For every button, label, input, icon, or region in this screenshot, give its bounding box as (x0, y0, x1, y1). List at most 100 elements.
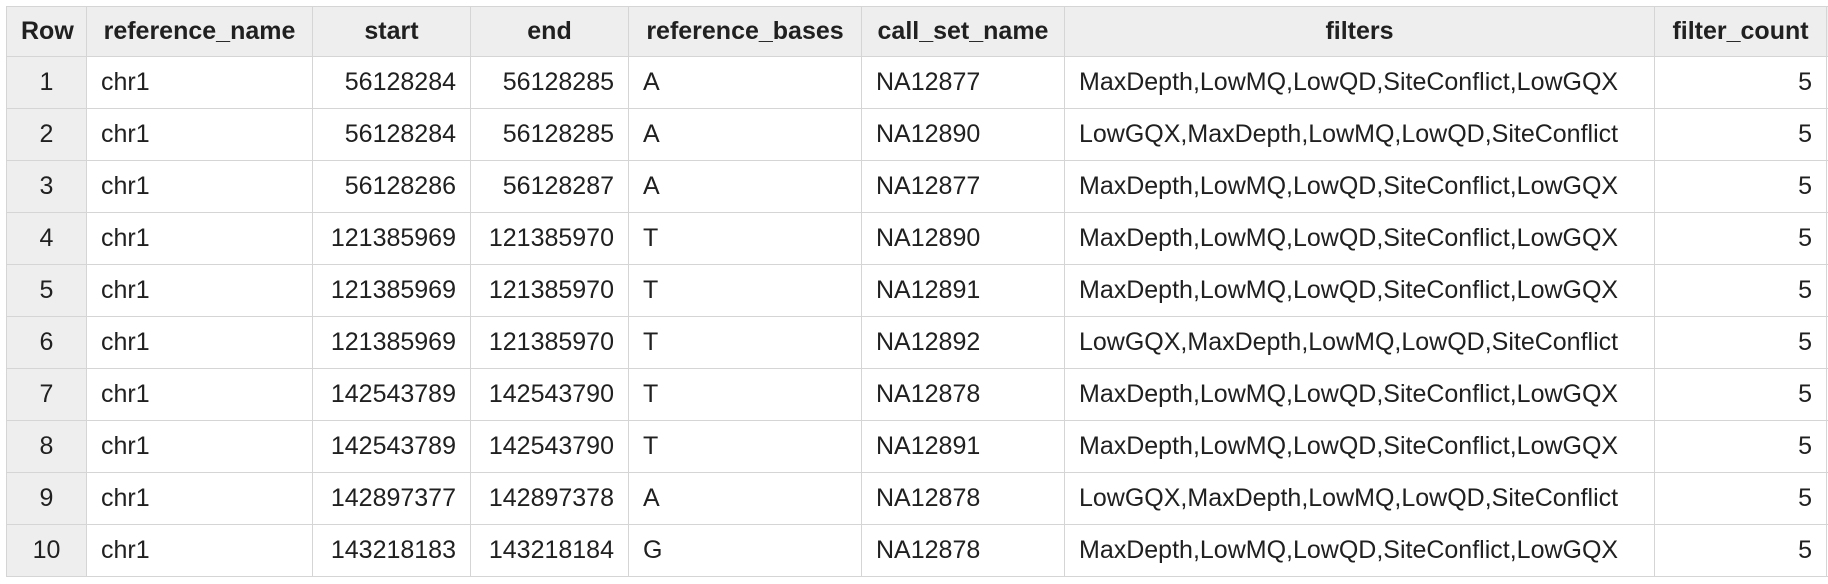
filter-count-cell: 5 (1654, 420, 1827, 473)
filters-cell: MaxDepth,LowMQ,LowQD,SiteConflict,LowGQX (1064, 420, 1655, 473)
column-header-call-set-name[interactable]: call_set_name (861, 6, 1065, 57)
filter-count-cell: 5 (1654, 160, 1827, 213)
row-number-cell: 9 (6, 472, 87, 525)
reference-name-cell: chr1 (86, 524, 313, 577)
column-header-start[interactable]: start (312, 6, 471, 57)
reference-bases-cell: T (628, 368, 862, 421)
reference-bases-cell: T (628, 264, 862, 317)
filter-count-cell: 5 (1654, 472, 1827, 525)
end-cell: 56128287 (470, 160, 629, 213)
start-cell: 56128286 (312, 160, 471, 213)
reference-name-cell: chr1 (86, 56, 313, 109)
call-set-name-cell: NA12892 (861, 316, 1065, 369)
filters-cell: MaxDepth,LowMQ,LowQD,SiteConflict,LowGQX (1064, 264, 1655, 317)
start-cell: 121385969 (312, 316, 471, 369)
reference-name-cell: chr1 (86, 160, 313, 213)
row-number-cell: 6 (6, 316, 87, 369)
filters-cell: MaxDepth,LowMQ,LowQD,SiteConflict,LowGQX (1064, 160, 1655, 213)
query-results-table: Row reference_name start end reference_b… (6, 6, 1828, 577)
end-cell: 121385970 (470, 316, 629, 369)
end-cell: 142543790 (470, 368, 629, 421)
column-header-reference-bases[interactable]: reference_bases (628, 6, 862, 57)
row-number-cell: 2 (6, 108, 87, 161)
row-number-cell: 10 (6, 524, 87, 577)
start-cell: 142897377 (312, 472, 471, 525)
end-cell: 143218184 (470, 524, 629, 577)
filter-count-cell: 5 (1654, 212, 1827, 265)
call-set-name-cell: NA12890 (861, 212, 1065, 265)
filters-cell: LowGQX,MaxDepth,LowMQ,LowQD,SiteConflict (1064, 472, 1655, 525)
end-cell: 121385970 (470, 264, 629, 317)
call-set-name-cell: NA12891 (861, 264, 1065, 317)
column-header-filters[interactable]: filters (1064, 6, 1655, 57)
reference-bases-cell: A (628, 472, 862, 525)
reference-bases-cell: T (628, 316, 862, 369)
row-spacer-cell (1826, 524, 1828, 577)
reference-bases-cell: T (628, 420, 862, 473)
reference-name-cell: chr1 (86, 212, 313, 265)
reference-bases-cell: A (628, 56, 862, 109)
start-cell: 121385969 (312, 212, 471, 265)
end-cell: 142897378 (470, 472, 629, 525)
filters-cell: MaxDepth,LowMQ,LowQD,SiteConflict,LowGQX (1064, 368, 1655, 421)
row-number-cell: 1 (6, 56, 87, 109)
start-cell: 56128284 (312, 108, 471, 161)
reference-name-cell: chr1 (86, 420, 313, 473)
table-header-row: Row reference_name start end reference_b… (6, 6, 1828, 57)
end-cell: 56128285 (470, 108, 629, 161)
filter-count-cell: 5 (1654, 108, 1827, 161)
call-set-name-cell: NA12878 (861, 472, 1065, 525)
end-cell: 142543790 (470, 420, 629, 473)
filters-cell: LowGQX,MaxDepth,LowMQ,LowQD,SiteConflict (1064, 108, 1655, 161)
filter-count-cell: 5 (1654, 264, 1827, 317)
filter-count-cell: 5 (1654, 316, 1827, 369)
row-number-cell: 8 (6, 420, 87, 473)
start-cell: 56128284 (312, 56, 471, 109)
reference-bases-cell: A (628, 108, 862, 161)
start-cell: 121385969 (312, 264, 471, 317)
end-cell: 56128285 (470, 56, 629, 109)
row-number-cell: 7 (6, 368, 87, 421)
reference-name-cell: chr1 (86, 368, 313, 421)
reference-name-cell: chr1 (86, 472, 313, 525)
call-set-name-cell: NA12891 (861, 420, 1065, 473)
filters-cell: MaxDepth,LowMQ,LowQD,SiteConflict,LowGQX (1064, 56, 1655, 109)
start-cell: 142543789 (312, 368, 471, 421)
column-header-end[interactable]: end (470, 6, 629, 57)
reference-name-cell: chr1 (86, 316, 313, 369)
call-set-name-cell: NA12877 (861, 56, 1065, 109)
filter-count-cell: 5 (1654, 368, 1827, 421)
call-set-name-cell: NA12878 (861, 524, 1065, 577)
filters-cell: MaxDepth,LowMQ,LowQD,SiteConflict,LowGQX (1064, 212, 1655, 265)
column-header-reference-name[interactable]: reference_name (86, 6, 313, 57)
row-number-cell: 4 (6, 212, 87, 265)
start-cell: 142543789 (312, 420, 471, 473)
reference-name-cell: chr1 (86, 108, 313, 161)
reference-name-cell: chr1 (86, 264, 313, 317)
call-set-name-cell: NA12878 (861, 368, 1065, 421)
reference-bases-cell: G (628, 524, 862, 577)
reference-bases-cell: A (628, 160, 862, 213)
column-header-row[interactable]: Row (6, 6, 87, 57)
reference-bases-cell: T (628, 212, 862, 265)
query-results-table-container: Row reference_name start end reference_b… (0, 6, 1828, 577)
call-set-name-cell: NA12877 (861, 160, 1065, 213)
column-header-filter-count[interactable]: filter_count (1654, 6, 1827, 57)
row-number-cell: 3 (6, 160, 87, 213)
end-cell: 121385970 (470, 212, 629, 265)
filter-count-cell: 5 (1654, 524, 1827, 577)
filter-count-cell: 5 (1654, 56, 1827, 109)
filters-cell: MaxDepth,LowMQ,LowQD,SiteConflict,LowGQX (1064, 524, 1655, 577)
filters-cell: LowGQX,MaxDepth,LowMQ,LowQD,SiteConflict (1064, 316, 1655, 369)
